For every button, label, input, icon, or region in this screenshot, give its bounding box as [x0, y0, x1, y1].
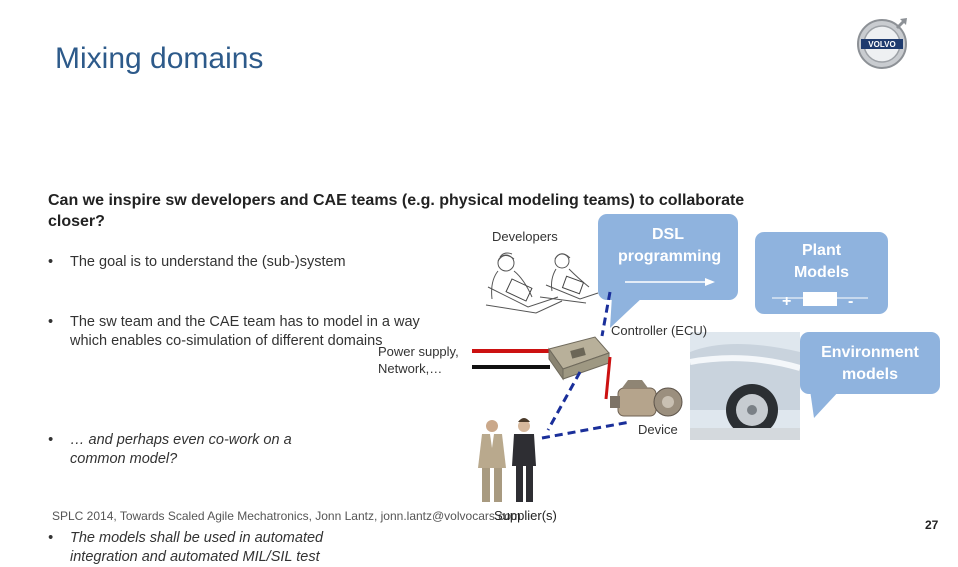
environment-callout-pointer [810, 390, 840, 418]
dsl-programming-callout: DSL programming [598, 214, 738, 300]
bullet-item: The sw team and the CAE team has to mode… [48, 313, 420, 351]
power-network-lines [472, 349, 550, 369]
bullet-text: The goal is to understand the (sub-)syst… [70, 254, 346, 270]
dsl-label: DSL programming [618, 226, 722, 265]
developers-sketch-image [485, 252, 599, 314]
connection-lines [546, 291, 612, 431]
suppliers-image [478, 418, 536, 502]
developers-label: Developers [492, 229, 558, 244]
bullet-text: … and perhaps even co-work on a common m… [70, 432, 292, 467]
supplier-device-line [541, 420, 631, 440]
slide-title: Mixing domains [55, 42, 264, 75]
device-label: Device [638, 422, 678, 437]
volvo-logo: VOLVO [857, 18, 907, 69]
environment-models-label: Environment models [821, 344, 919, 383]
dsl-arrow-icon [625, 278, 715, 286]
controller-label: Controller (ECU) [611, 323, 708, 338]
bullet-item: The goal is to understand the (sub-)syst… [48, 253, 410, 272]
power-supply-label: Power supply, Network,… [378, 344, 459, 376]
device-image [610, 380, 683, 417]
plant-models-label: Plant Models [793, 242, 850, 281]
environment-models-callout: Environment models [800, 332, 940, 394]
bullet-item: … and perhaps even co-work on a common m… [48, 431, 350, 469]
supplier-label: Supplier(s) [494, 508, 557, 523]
car-image [690, 332, 800, 440]
bullet-text: The sw team and the CAE team has to mode… [70, 314, 420, 349]
ecu-image [548, 336, 610, 381]
bullet-text: The models shall be used in automated in… [70, 530, 324, 565]
page-number: 27 [925, 518, 939, 532]
plant-plus-minus-bar [772, 292, 868, 306]
question-text: Can we inspire sw developers and CAE tea… [48, 192, 745, 230]
ecu-device-red-line [604, 356, 612, 400]
bullet-item: The models shall be used in automated in… [48, 529, 370, 567]
plus-sign: + [782, 293, 792, 310]
footer-text: SPLC 2014, Towards Scaled Agile Mechatro… [52, 509, 521, 523]
minus-sign: - [848, 293, 854, 310]
dsl-callout-pointer [610, 296, 644, 328]
logo-text: VOLVO [868, 40, 895, 49]
